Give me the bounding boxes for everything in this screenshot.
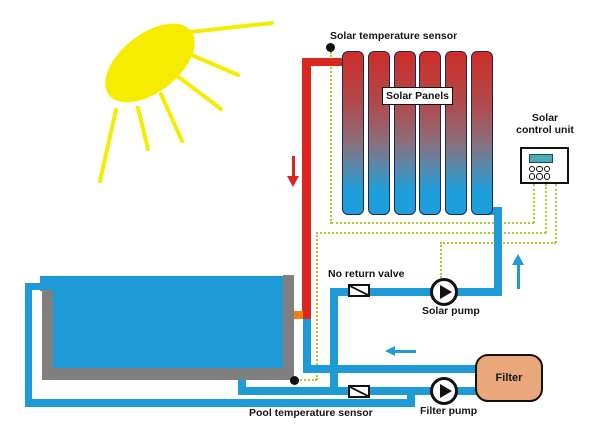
wire-pool-sensor-riser bbox=[545, 184, 547, 233]
hot-pipe-down bbox=[302, 58, 311, 319]
filter-box: Filter bbox=[475, 354, 543, 402]
keypad-button bbox=[543, 165, 551, 173]
solar-panel bbox=[393, 51, 416, 215]
solar-panel bbox=[445, 51, 468, 215]
pool-skimmer-port bbox=[40, 276, 54, 291]
wire-solar-sensor-riser bbox=[533, 184, 535, 223]
solar-panel-array bbox=[342, 51, 493, 215]
skimmer-loop-riser bbox=[407, 387, 415, 407]
keypad-button bbox=[536, 165, 543, 173]
wire-pool-sensor-drop bbox=[316, 232, 318, 380]
panel-feed-riser bbox=[494, 207, 502, 296]
solar-temperature-sensor-dot bbox=[326, 43, 335, 52]
pool-temperature-sensor-dot bbox=[290, 376, 299, 385]
pool-water bbox=[53, 276, 283, 368]
pool-inlet-connector bbox=[286, 311, 303, 319]
solar-temperature-sensor-label: Solar temperature sensor bbox=[330, 30, 458, 42]
solar-panel bbox=[367, 51, 390, 215]
keypad-button bbox=[543, 173, 551, 180]
wire-pool-sensor-stub bbox=[297, 379, 317, 381]
skimmer-loop-bottom bbox=[25, 399, 415, 407]
sun-icon bbox=[98, 21, 274, 183]
solar-pump-label: Solar pump bbox=[422, 305, 480, 317]
wire-solar-pump-drop bbox=[440, 242, 442, 278]
no-return-valve-label: No return valve bbox=[328, 268, 405, 280]
pool-drain-drop bbox=[238, 368, 246, 395]
keypad-button bbox=[536, 173, 543, 180]
control-unit-screen bbox=[529, 154, 553, 163]
pool-temperature-sensor-label: Pool temperature sensor bbox=[249, 407, 373, 419]
pool-wall-bottom bbox=[42, 368, 294, 380]
solar-panel bbox=[470, 51, 493, 215]
solar-panels-label: Solar Panels bbox=[382, 87, 453, 105]
solar-panel bbox=[342, 51, 364, 215]
solar-loop-pipe bbox=[330, 288, 502, 296]
pool-wall-right bbox=[283, 275, 294, 380]
pool-wall-left bbox=[42, 290, 53, 380]
keypad-button bbox=[528, 165, 536, 173]
keypad-button bbox=[528, 173, 536, 180]
solar-control-unit-label: Solar control unit bbox=[516, 112, 574, 137]
solar-loop-downcomer bbox=[330, 288, 338, 395]
wire-pool-sensor-run bbox=[316, 232, 546, 234]
skimmer-loop-top bbox=[25, 283, 42, 290]
filter-line-valve-icon bbox=[348, 385, 370, 398]
wire-solar-sensor-run bbox=[331, 222, 534, 224]
skimmer-loop-left bbox=[25, 283, 32, 407]
filter-pump-label: Filter pump bbox=[420, 405, 478, 417]
control-unit-keypad bbox=[528, 165, 556, 180]
no-return-valve-icon bbox=[348, 284, 370, 297]
wire-solar-pump-riser bbox=[555, 184, 557, 243]
hot-pipe-top bbox=[302, 58, 346, 66]
filter-label: Filter bbox=[495, 372, 523, 384]
filter-return-pipe bbox=[303, 365, 477, 373]
solar-pump-icon bbox=[430, 278, 458, 306]
solar-control-unit bbox=[520, 147, 569, 184]
solar-panel bbox=[419, 51, 442, 215]
filter-pump-icon bbox=[430, 377, 458, 405]
wire-solar-sensor-drop bbox=[330, 52, 332, 224]
return-riser bbox=[303, 319, 311, 372]
